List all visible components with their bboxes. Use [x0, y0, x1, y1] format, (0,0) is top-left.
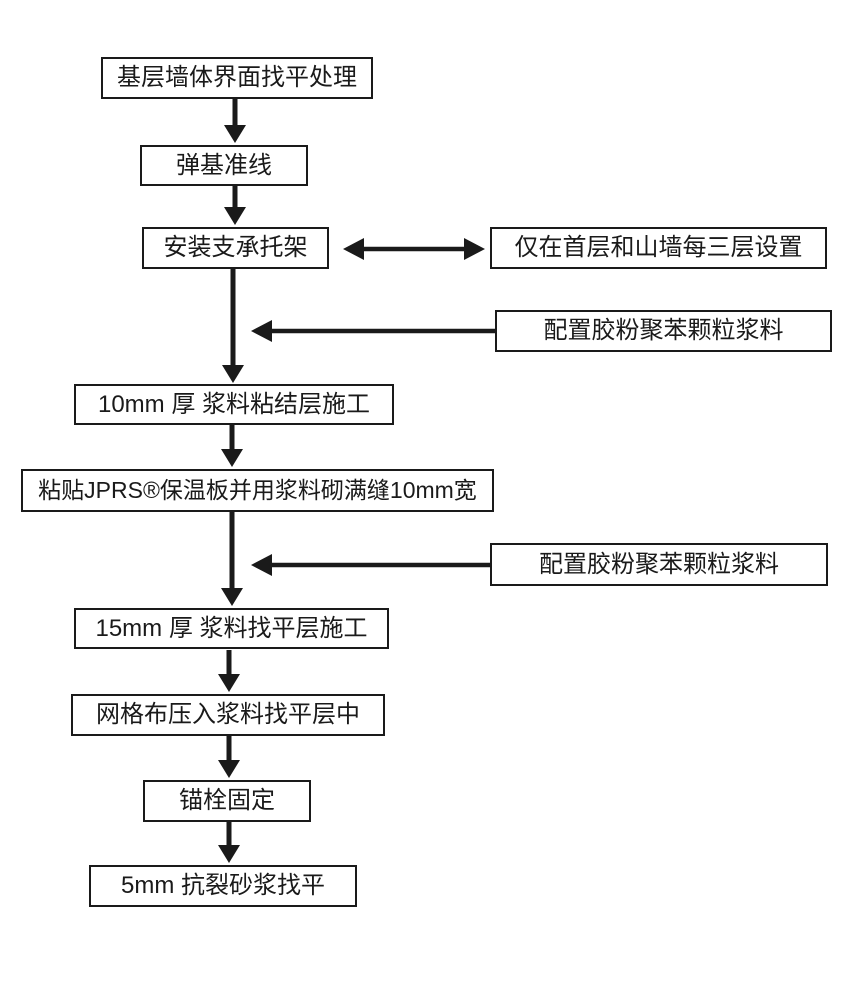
node-step8-anchor-bolt-fixing: 锚栓固定	[143, 780, 311, 822]
node-step7-press-mesh-cloth: 网格布压入浆料找平层中	[71, 694, 385, 736]
double-arrow-step3-sidenote	[343, 238, 485, 260]
node-sidenote-bracket-placement: 仅在首层和山墙每三层设置	[490, 227, 827, 269]
arrow-step7-step8	[218, 736, 240, 778]
arrow-step5-step6	[221, 512, 243, 606]
node-step6-leveling-layer: 15mm 厚 浆料找平层施工	[74, 608, 389, 649]
arrow-sidemix1-flow	[251, 320, 495, 342]
arrow-step2-step3	[224, 186, 246, 225]
arrow-step3-step4	[222, 269, 244, 383]
arrow-step6-step7	[218, 650, 240, 692]
arrow-step8-step9	[218, 822, 240, 863]
node-step4-bonding-layer: 10mm 厚 浆料粘结层施工	[74, 384, 394, 425]
arrow-step4-step5	[221, 425, 243, 467]
node-sidemix2-prepare-slurry: 配置胶粉聚苯颗粒浆料	[490, 543, 828, 586]
node-step9-anticrack-mortar-leveling: 5mm 抗裂砂浆找平	[89, 865, 357, 907]
node-step2-snap-datum-line: 弹基准线	[140, 145, 308, 186]
arrow-step1-step2	[224, 99, 246, 143]
node-step3-install-support-bracket: 安装支承托架	[142, 227, 329, 269]
arrow-sidemix2-flow	[251, 554, 490, 576]
node-sidemix1-prepare-slurry: 配置胶粉聚苯颗粒浆料	[495, 310, 832, 352]
node-step1-base-wall-leveling: 基层墙体界面找平处理	[101, 57, 373, 99]
node-step5-paste-insulation-board: 粘贴JPRS®保温板并用浆料砌满缝10mm宽	[21, 469, 494, 512]
